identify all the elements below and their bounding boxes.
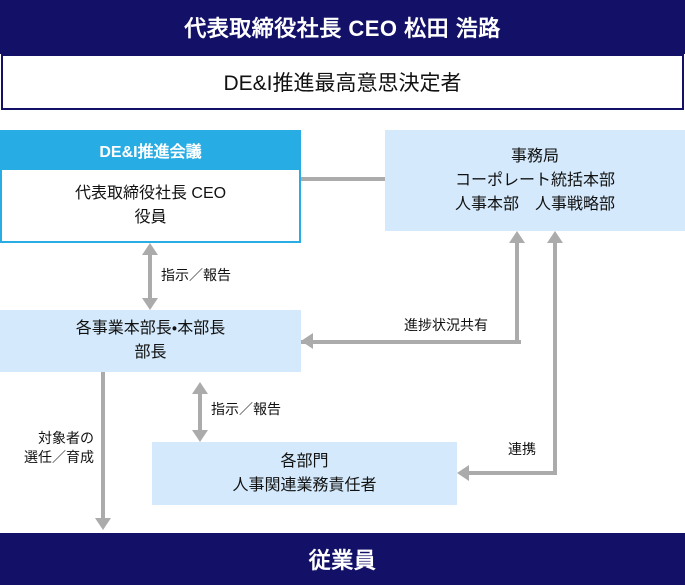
- decision-maker-box: DE&I推進最高意思決定者: [1, 54, 684, 110]
- connector-council-division-arrowhead-up: [142, 243, 158, 255]
- connector-council-division-label: 指示／報告: [161, 266, 231, 285]
- secretariat-line-3: 人事本部 人事戦略部: [454, 195, 615, 213]
- connector-council-to-secretariat-line: [301, 177, 385, 181]
- employees-label: 従業員: [308, 548, 377, 573]
- connector-division-department-line: [198, 388, 202, 436]
- ceo-title-banner: 代表取締役社長 CEO 松田 浩路: [0, 0, 685, 54]
- dei-council-member-line-2: 役員: [134, 208, 167, 226]
- connector-employees-arrowhead: [95, 518, 111, 530]
- connector-employees-line: [101, 372, 105, 520]
- division-heads-line-2: 部長: [134, 344, 167, 361]
- connector-employees-label: 対象者の 選任／育成: [10, 429, 94, 467]
- secretariat-line-1: 事務局: [510, 147, 559, 165]
- departments-line-2: 人事関連業務責任者: [232, 476, 377, 494]
- connector-progress-vertical-line: [515, 243, 519, 344]
- decision-maker-label: DE&I推進最高意思決定者: [223, 72, 462, 95]
- connector-division-department-label: 指示／報告: [211, 400, 281, 419]
- connector-council-division-arrowhead-down: [142, 298, 158, 310]
- dei-council-member-line-1: 代表取締役社長 CEO: [74, 185, 227, 203]
- departments-box: 各部門 人事関連業務責任者: [152, 442, 457, 505]
- dei-council-header: DE&I推進会議: [0, 130, 301, 170]
- connector-progress-arrowhead: [509, 231, 525, 243]
- dei-council-body: 代表取締役社長 CEO 役員: [0, 170, 301, 243]
- connector-progress-horizontal-line: [301, 340, 521, 344]
- dei-council-header-label: DE&I推進会議: [99, 144, 202, 161]
- connector-cooperation-vertical-line: [553, 243, 557, 473]
- division-heads-line-1: 各事業本部長・本部長: [75, 320, 226, 337]
- connector-cooperation-arrowhead-up: [547, 231, 563, 243]
- connector-cooperation-label: 連携: [508, 440, 536, 459]
- connector-council-division-line: [148, 249, 152, 304]
- connector-division-department-arrowhead-down: [192, 430, 208, 442]
- employees-banner: 従業員: [0, 533, 685, 585]
- dei-council-box: DE&I推進会議 代表取締役社長 CEO 役員: [0, 130, 301, 243]
- departments-line-1: 各部門: [280, 452, 329, 470]
- secretariat-line-2: コーポレート統括本部: [454, 171, 615, 189]
- connector-division-department-arrowhead-up: [192, 382, 208, 394]
- connector-cooperation-arrowhead-left: [457, 465, 469, 481]
- ceo-title-label: 代表取締役社長 CEO 松田 浩路: [184, 16, 501, 41]
- secretariat-box: 事務局 コーポレート統括本部 人事本部 人事戦略部: [385, 130, 685, 231]
- connector-cooperation-horizontal-line: [468, 471, 557, 475]
- connector-progress-arrowhead-left: [301, 333, 313, 349]
- connector-progress-label: 進捗状況共有: [404, 316, 488, 335]
- division-heads-box: 各事業本部長・本部長 部長: [0, 310, 301, 372]
